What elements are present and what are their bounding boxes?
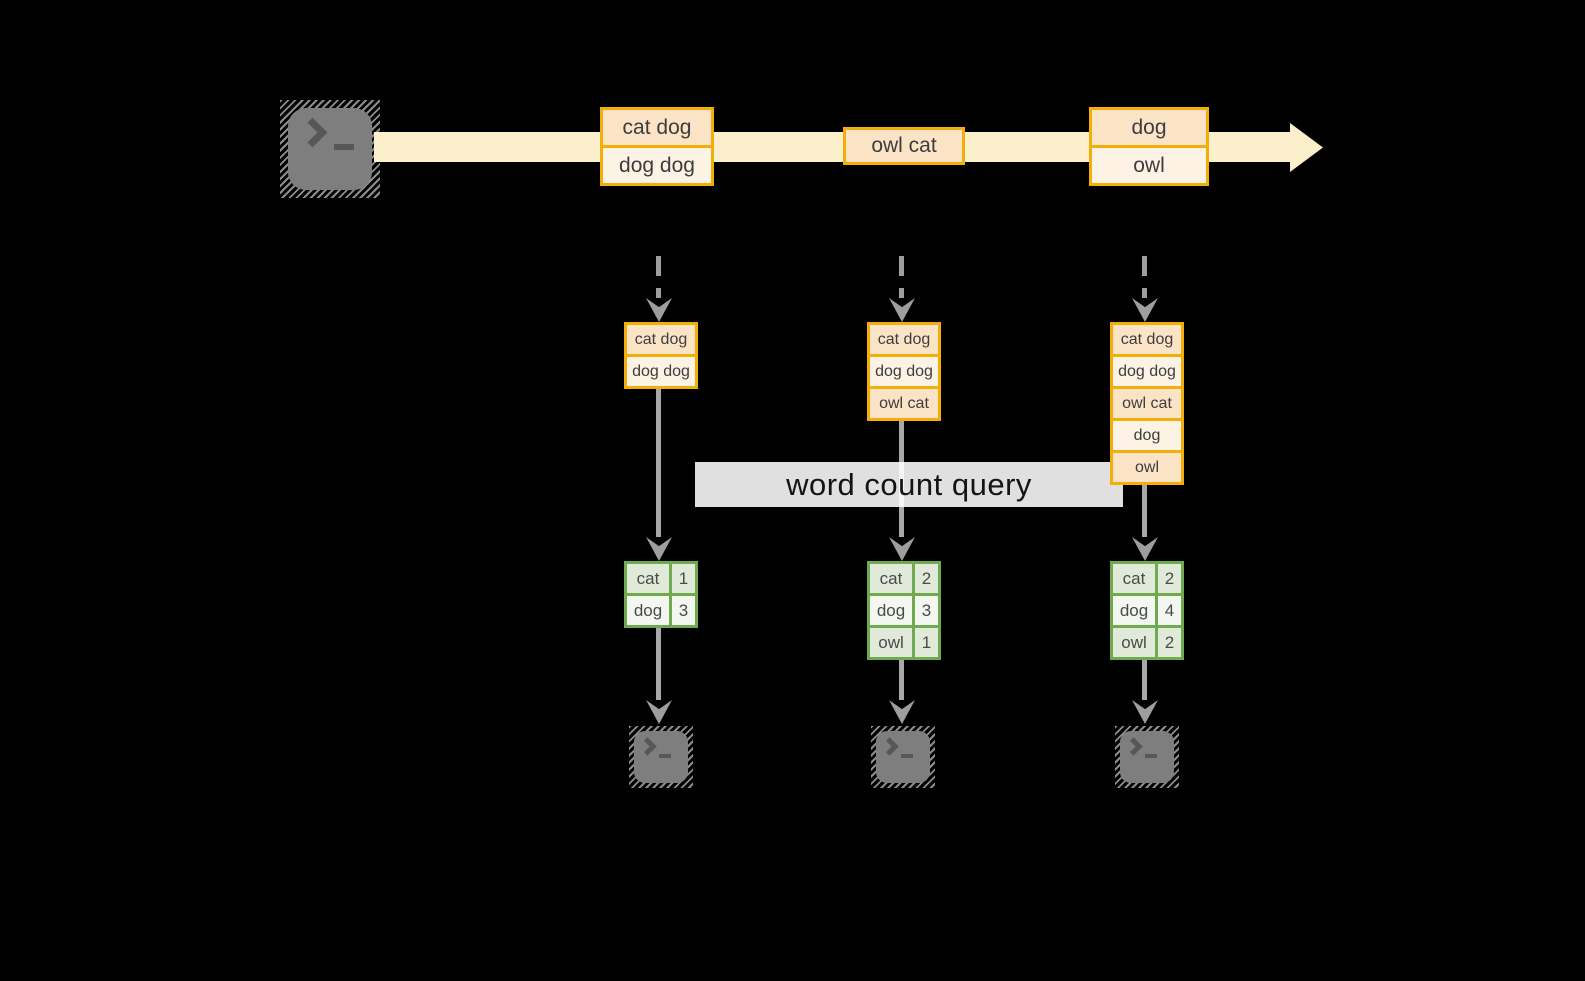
- word-cell: dog: [1113, 596, 1158, 625]
- buffer-row: dog dog: [1113, 354, 1181, 386]
- query-banner: word count query: [695, 462, 1123, 507]
- dashed-arrow-stem: [656, 256, 661, 298]
- table-row: cat 2: [1113, 564, 1181, 593]
- terminal-icon: [629, 726, 693, 788]
- arrow-stem: [656, 389, 661, 537]
- buffer-row: dog dog: [627, 354, 695, 386]
- terminal-icon: [871, 726, 935, 788]
- buffer-row: owl: [1113, 450, 1181, 482]
- stream-arrowhead-icon: [1290, 123, 1323, 172]
- buffer-row: dog: [1113, 418, 1181, 450]
- buffer-row: cat dog: [870, 325, 938, 354]
- down-arrowhead-icon: [889, 298, 915, 322]
- buffer-stack-2: cat dog dog dog owl cat: [867, 322, 941, 421]
- table-row: cat 2: [870, 564, 938, 593]
- word-cell: owl: [1113, 628, 1158, 657]
- down-arrowhead-icon: [889, 537, 915, 561]
- down-arrowhead-icon: [646, 537, 672, 561]
- buffer-row: cat dog: [1113, 325, 1181, 354]
- buffer-row: cat dog: [627, 325, 695, 354]
- dashed-arrow-stem: [899, 256, 904, 298]
- count-cell: 2: [915, 564, 938, 593]
- prompt-underscore-icon: [334, 144, 354, 150]
- word-cell: cat: [870, 564, 915, 593]
- query-banner-label: word count query: [786, 466, 1032, 502]
- message: dog dog: [603, 145, 711, 183]
- table-row: dog 4: [1113, 593, 1181, 625]
- arrow-stem: [1142, 485, 1147, 537]
- down-arrowhead-icon: [1132, 700, 1158, 724]
- message: owl: [1092, 145, 1206, 183]
- count-table-3: cat 2 dog 4 owl 2: [1110, 561, 1184, 660]
- message: cat dog: [603, 110, 711, 145]
- arrow-stem: [656, 628, 661, 700]
- prompt-underscore-icon: [659, 754, 671, 758]
- arrow-stem: [899, 660, 904, 700]
- table-row: owl 1: [870, 625, 938, 657]
- word-cell: dog: [627, 596, 672, 625]
- terminal-icon: [1115, 726, 1179, 788]
- dashed-arrow-stem: [1142, 256, 1147, 298]
- stream-message-group-3: dog owl: [1089, 107, 1209, 186]
- table-row: owl 2: [1113, 625, 1181, 657]
- count-cell: 2: [1158, 564, 1181, 593]
- prompt-underscore-icon: [901, 754, 913, 758]
- message: dog: [1092, 110, 1206, 145]
- word-cell: cat: [1113, 564, 1158, 593]
- word-cell: cat: [627, 564, 672, 593]
- down-arrowhead-icon: [1132, 298, 1158, 322]
- stream-message-group-1: cat dog dog dog: [600, 107, 714, 186]
- message: owl cat: [846, 130, 962, 162]
- down-arrowhead-icon: [646, 298, 672, 322]
- stream-message-group-2: owl cat: [843, 127, 965, 165]
- count-cell: 3: [915, 596, 938, 625]
- count-cell: 2: [1158, 628, 1181, 657]
- count-cell: 3: [672, 596, 695, 625]
- buffer-row: dog dog: [870, 354, 938, 386]
- buffer-stack-1: cat dog dog dog: [624, 322, 698, 389]
- count-table-1: cat 1 dog 3: [624, 561, 698, 628]
- down-arrowhead-icon: [889, 700, 915, 724]
- count-cell: 1: [915, 628, 938, 657]
- buffer-row: owl cat: [870, 386, 938, 418]
- table-row: dog 3: [627, 593, 695, 625]
- prompt-underscore-icon: [1145, 754, 1157, 758]
- word-cell: dog: [870, 596, 915, 625]
- table-row: dog 3: [870, 593, 938, 625]
- count-table-2: cat 2 dog 3 owl 1: [867, 561, 941, 660]
- word-cell: owl: [870, 628, 915, 657]
- down-arrowhead-icon: [1132, 537, 1158, 561]
- terminal-icon: [280, 100, 380, 198]
- table-row: cat 1: [627, 564, 695, 593]
- terminal-body: [288, 108, 372, 190]
- count-cell: 4: [1158, 596, 1181, 625]
- down-arrowhead-icon: [646, 700, 672, 724]
- buffer-row: owl cat: [1113, 386, 1181, 418]
- count-cell: 1: [672, 564, 695, 593]
- arrow-stem: [1142, 660, 1147, 700]
- buffer-stack-3: cat dog dog dog owl cat dog owl: [1110, 322, 1184, 485]
